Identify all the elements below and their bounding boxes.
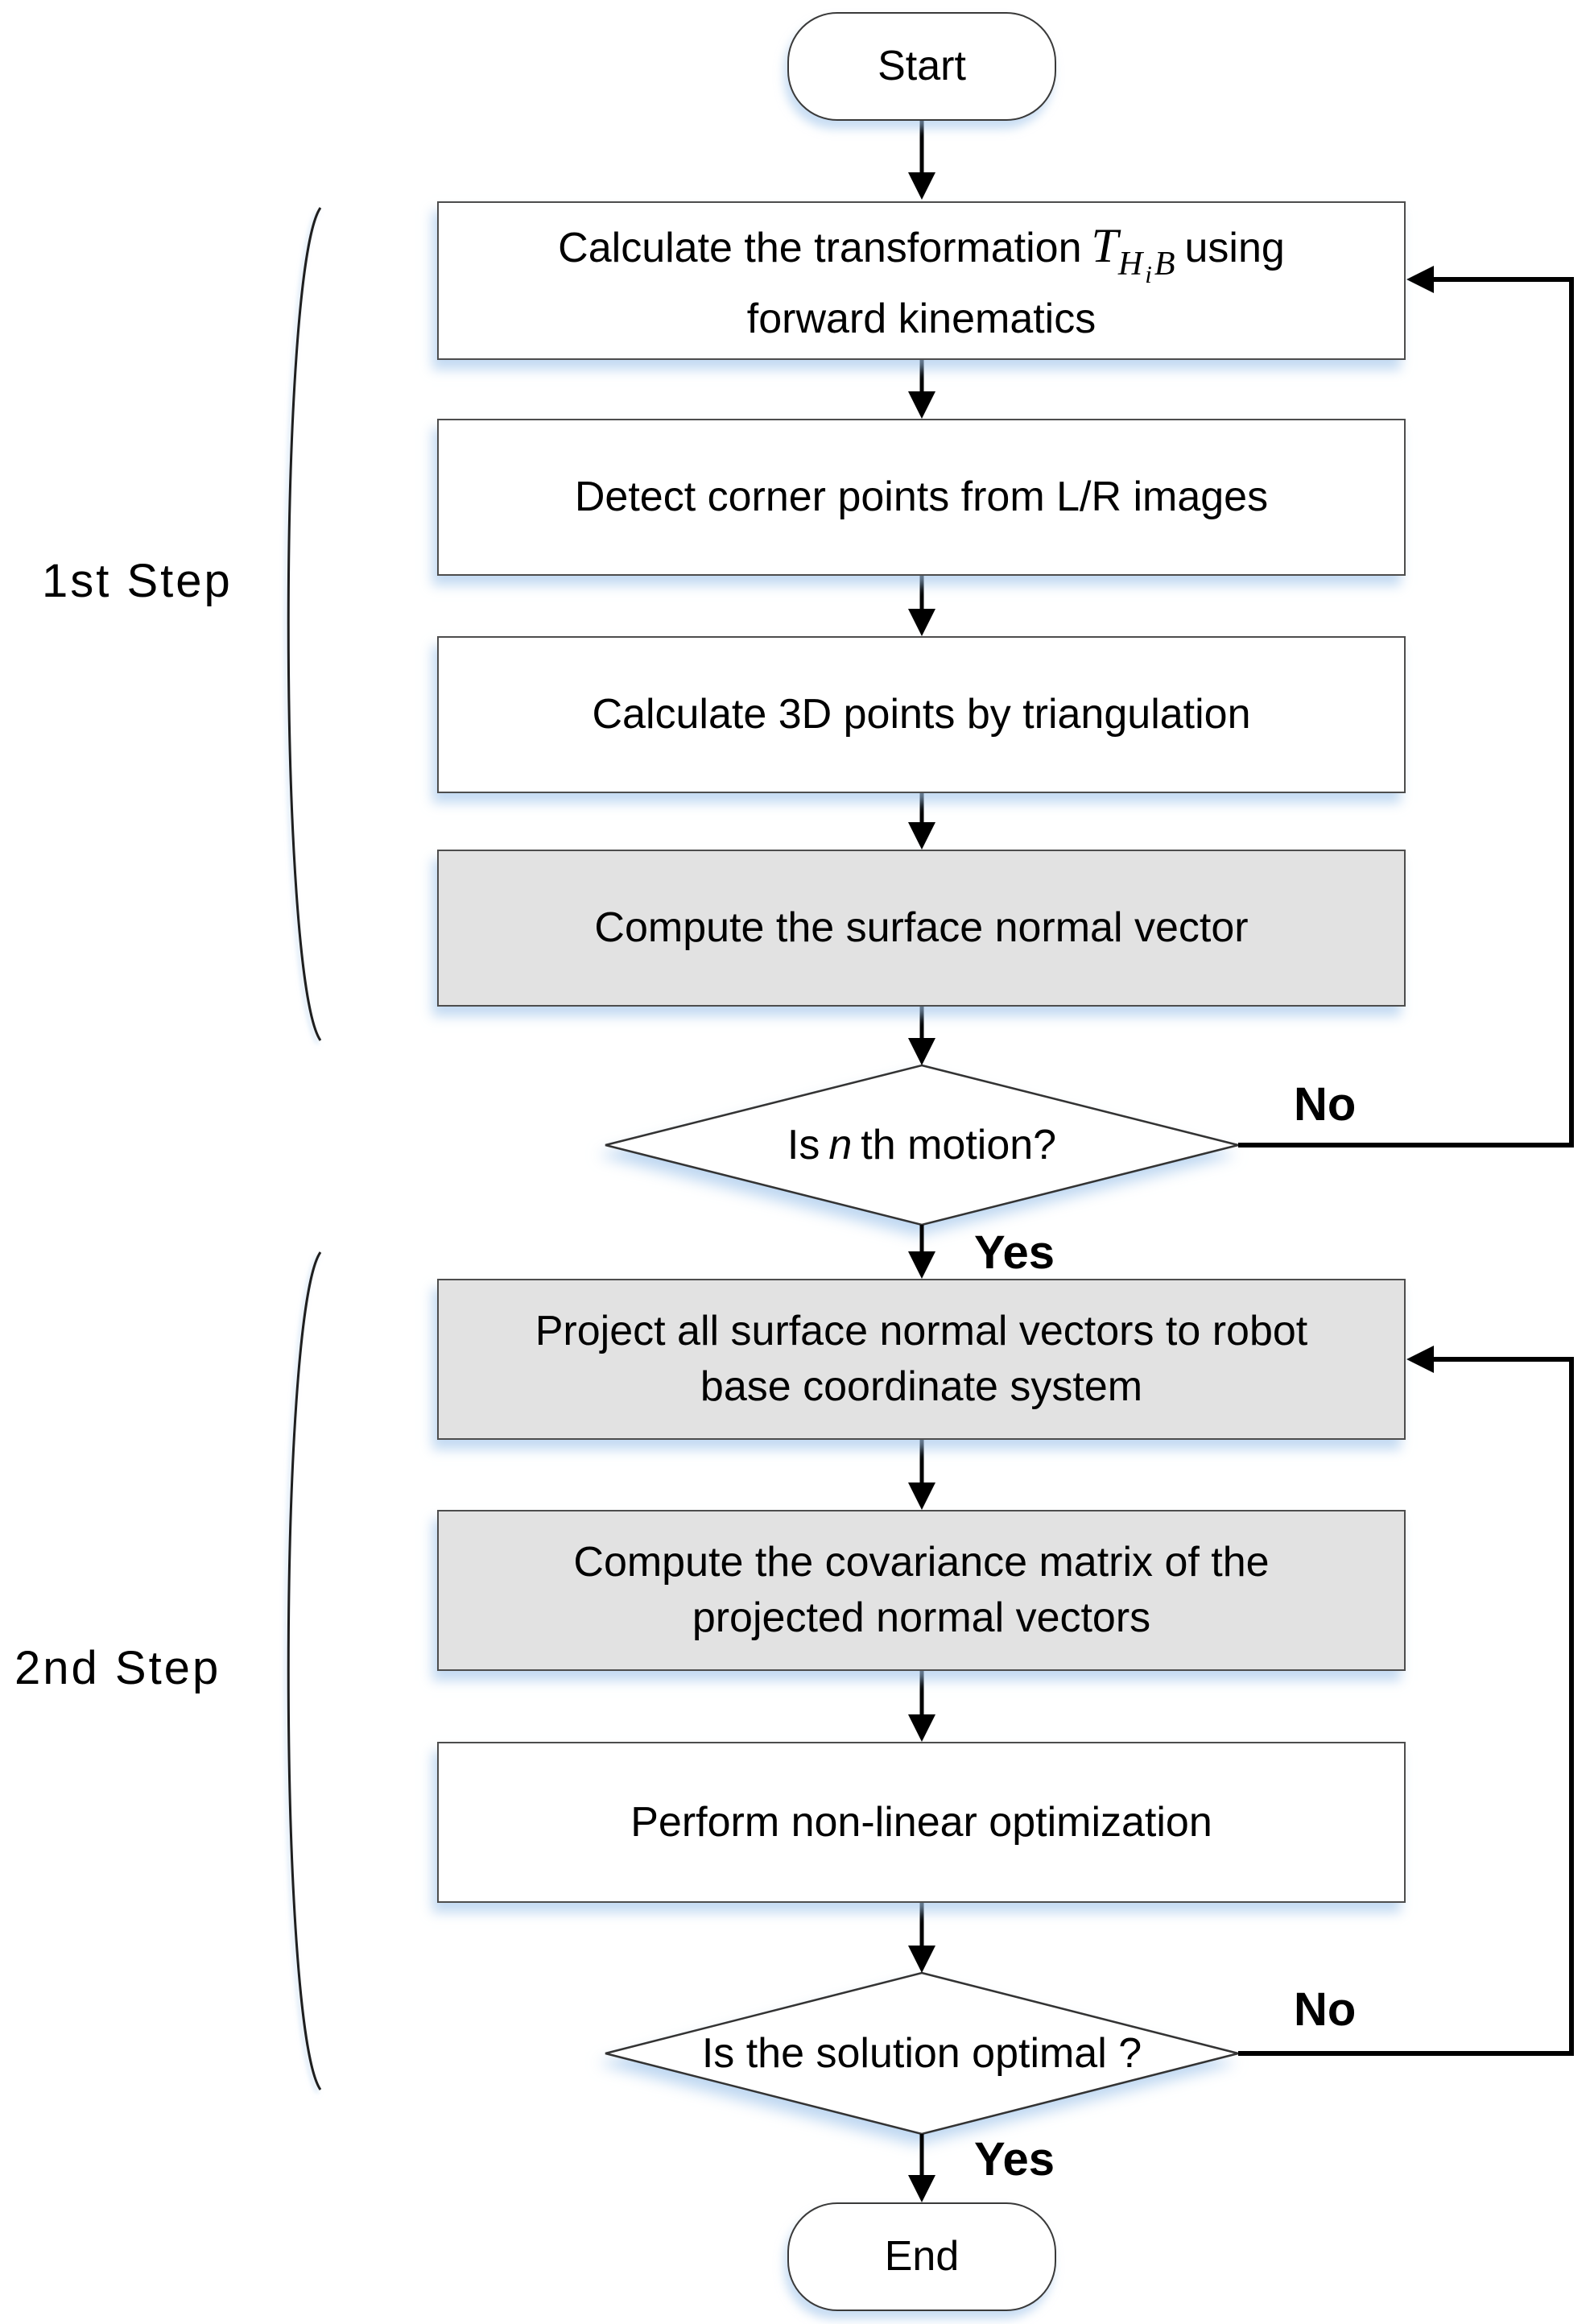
flow-arrowheads — [908, 172, 935, 2202]
process-surface-normal: Compute the surface normal vector — [437, 850, 1406, 1007]
formula-base: T — [1091, 219, 1118, 273]
arrow-box1-box2-head — [908, 391, 935, 419]
arrow-box2-box3-head — [908, 609, 935, 636]
decision1-yes-label: Yes — [974, 1226, 1055, 1279]
decision1-text-post: th motion? — [861, 1122, 1057, 1168]
decision1-no-line — [1238, 277, 1574, 1148]
decision1-no-label: No — [1294, 1078, 1357, 1131]
process-covariance: Compute the covariance matrix of the pro… — [437, 1510, 1406, 1671]
step1-bracket — [287, 207, 322, 1041]
decision1-variable-n: n — [828, 1122, 853, 1168]
process-covariance-line2: projected normal vectors — [692, 1594, 1151, 1641]
process-optimization: Perform non-linear optimization — [437, 1742, 1406, 1903]
arrow-d2-end-head — [908, 2175, 935, 2202]
arrow-box5-box6-head — [908, 1482, 935, 1510]
box1-text-post: using — [1184, 225, 1285, 272]
arrow-start-box1-head — [908, 172, 935, 200]
step1-label: 1st Step — [42, 555, 233, 607]
decision2-no-line — [1238, 1357, 1574, 2056]
decision2-label: Is the solution optimal ? — [605, 1973, 1238, 2134]
start-label: Start — [878, 43, 966, 90]
process-project-normals: Project all surface normal vectors to ro… — [437, 1279, 1406, 1440]
arrow-box6-box7-head — [908, 1714, 935, 1742]
start-node: Start — [787, 12, 1056, 121]
transformation-formula: THiB — [1092, 214, 1175, 292]
process-triangulation-label: Calculate 3D points by triangulation — [592, 691, 1251, 738]
process-covariance-line1: Compute the covariance matrix of the — [573, 1539, 1270, 1586]
process-surface-normal-label: Compute the surface normal vector — [594, 904, 1249, 952]
formula-sub-b: B — [1154, 246, 1175, 283]
process-triangulation: Calculate 3D points by triangulation — [437, 636, 1406, 793]
process-project-normals-line2: base coordinate system — [700, 1363, 1143, 1410]
process-project-normals-line1: Project all surface normal vectors to ro… — [535, 1308, 1308, 1355]
arrow-box7-d2-head — [908, 1946, 935, 1973]
process-forward-kinematics-line2: forward kinematics — [746, 296, 1096, 343]
arrow-box3-box4-head — [908, 822, 935, 850]
process-optimization-label: Perform non-linear optimization — [630, 1798, 1212, 1846]
end-node: End — [787, 2202, 1056, 2311]
formula-sub-i: i — [1145, 260, 1152, 289]
arrow-d1-box5-head — [908, 1251, 935, 1279]
step2-label: 2nd Step — [14, 1642, 221, 1694]
process-detect-corners-label: Detect corner points from L/R images — [574, 473, 1269, 521]
process-detect-corners: Detect corner points from L/R images — [437, 419, 1406, 576]
box1-text-pre: Calculate the transformation — [558, 225, 1082, 272]
decision2-text: Is the solution optimal ? — [701, 2030, 1142, 2077]
arrow-box4-d1-head — [908, 1038, 935, 1065]
end-label: End — [884, 2233, 960, 2281]
decision2-yes-label: Yes — [974, 2133, 1055, 2185]
decision2-no-arrowhead — [1406, 1346, 1434, 1373]
decision1-no-arrowhead — [1406, 266, 1434, 293]
step2-bracket — [287, 1251, 322, 2090]
decision1-text-pre: Is — [787, 1122, 820, 1168]
decision2-no-label: No — [1294, 1983, 1357, 2036]
formula-sub-h: H — [1117, 246, 1143, 283]
